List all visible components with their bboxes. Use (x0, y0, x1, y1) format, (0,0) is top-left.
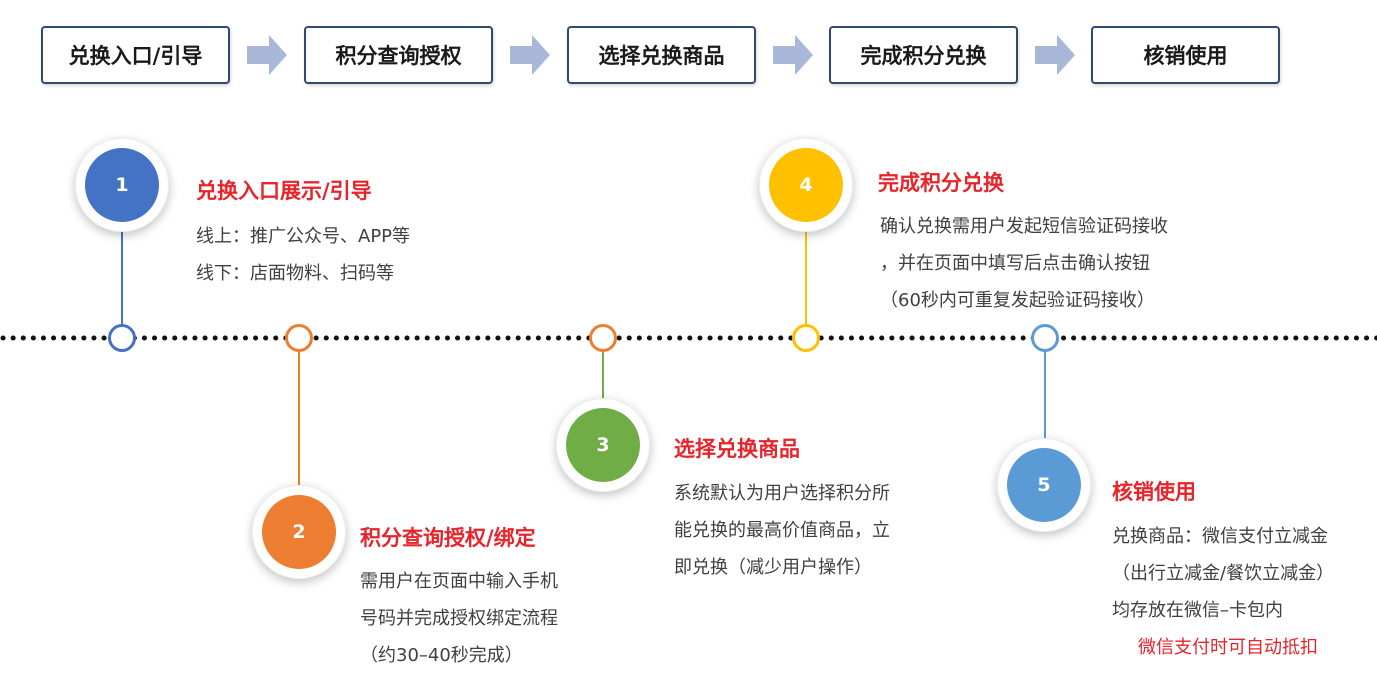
process-step-2: 积分查询授权 (304, 26, 493, 84)
timeline-node-4 (792, 324, 820, 352)
desc-line: ，并在页面中填写后点击确认按钮 (880, 253, 1150, 274)
desc-line: 确认兑换需用户发起短信验证码接收 (880, 216, 1168, 237)
process-step-4: 完成积分兑换 (829, 26, 1018, 84)
milestone-number: 3 (566, 408, 640, 482)
desc-line: 线下：店面物料、扫码等 (196, 263, 394, 284)
desc-line: （约30–40秒完成） (360, 645, 523, 666)
desc-line: 系统默认为用户选择积分所 (674, 483, 890, 504)
process-step-1: 兑换入口/引导 (41, 26, 230, 84)
connector-line-5 (1044, 352, 1046, 440)
desc-highlight-line: 微信支付时可自动抵扣 (1138, 637, 1318, 658)
milestone-badge-3: 3 (556, 398, 650, 492)
desc-line: 需用户在页面中输入手机 (360, 571, 558, 592)
milestone-number: 1 (85, 148, 159, 222)
desc-line: （出行立减金/餐饮立减金） (1112, 563, 1335, 584)
milestone-badge-1: 1 (75, 138, 169, 232)
milestone-desc-1: 线上：推广公众号、APP等 线下：店面物料、扫码等 (196, 218, 410, 292)
milestone-title-1: 兑换入口展示/引导 (196, 179, 372, 203)
milestone-badge-4: 4 (759, 138, 853, 232)
desc-line: 即兑换（减少用户操作） (674, 557, 872, 578)
desc-line: 兑换商品：微信支付立减金 (1112, 526, 1328, 547)
desc-line: （60秒内可重复发起验证码接收） (880, 290, 1155, 311)
milestone-badge-2: 2 (252, 485, 346, 579)
milestone-title-5: 核销使用 (1112, 480, 1196, 504)
process-step-label: 核销使用 (1143, 44, 1228, 68)
timeline-node-3 (589, 324, 617, 352)
desc-line: 能兑换的最高价值商品，立 (674, 520, 890, 541)
timeline-node-5 (1031, 324, 1059, 352)
process-step-label: 选择兑换商品 (598, 44, 725, 68)
process-step-3: 选择兑换商品 (567, 26, 756, 84)
connector-line-3 (602, 352, 604, 400)
desc-line: 号码并完成授权绑定流程 (360, 608, 558, 629)
process-step-label: 完成积分兑换 (860, 44, 987, 68)
desc-line: 均存放在微信–卡包内 (1112, 600, 1283, 621)
process-step-5: 核销使用 (1091, 26, 1280, 84)
milestone-title-2: 积分查询授权/绑定 (360, 526, 536, 550)
milestone-badge-5: 5 (997, 438, 1091, 532)
milestone-number: 4 (769, 148, 843, 222)
timeline-node-2 (285, 324, 313, 352)
milestone-title-3: 选择兑换商品 (674, 437, 800, 461)
milestone-number: 5 (1007, 448, 1081, 522)
milestone-desc-5: 兑换商品：微信支付立减金 （出行立减金/餐饮立减金） 均存放在微信–卡包内 微信… (1112, 518, 1334, 666)
process-step-label: 积分查询授权 (335, 44, 462, 68)
milestone-number: 2 (262, 495, 336, 569)
timeline-dotted-line (0, 335, 1377, 341)
milestone-desc-4: 确认兑换需用户发起短信验证码接收 ，并在页面中填写后点击确认按钮 （60秒内可重… (880, 208, 1168, 319)
milestone-desc-2: 需用户在页面中输入手机 号码并完成授权绑定流程 （约30–40秒完成） (360, 563, 558, 674)
connector-line-2 (298, 352, 300, 487)
connector-line-4 (805, 230, 807, 326)
timeline-node-1 (108, 324, 136, 352)
milestone-desc-3: 系统默认为用户选择积分所 能兑换的最高价值商品，立 即兑换（减少用户操作） (674, 475, 890, 586)
milestone-title-4: 完成积分兑换 (878, 171, 1004, 195)
process-step-label: 兑换入口/引导 (68, 44, 203, 68)
connector-line-1 (121, 230, 123, 326)
desc-line: 线上：推广公众号、APP等 (196, 226, 411, 247)
